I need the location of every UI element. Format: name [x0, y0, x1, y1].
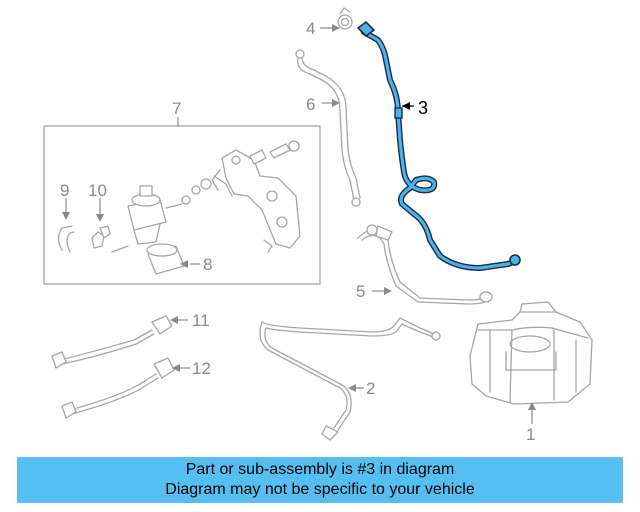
callout-2: 2: [366, 379, 375, 398]
callout-10: 10: [88, 181, 107, 200]
part-9-hose: [57, 198, 75, 253]
callout-7: 7: [172, 99, 181, 118]
part-10-clip: [91, 198, 111, 249]
part-12-sensor: [61, 357, 190, 419]
part-2-line: [259, 317, 441, 441]
callout-11: 11: [192, 311, 210, 330]
banner-line-2: Diagram may not be specific to your vehi…: [165, 481, 475, 498]
subassembly-7-box: [43, 125, 321, 285]
info-banner: Part or sub-assembly is #3 in diagram Di…: [17, 457, 623, 503]
part-5-hose: [357, 224, 493, 305]
callout-4: 4: [306, 19, 315, 38]
callout-3: 3: [418, 98, 428, 118]
callout-12: 12: [192, 359, 211, 378]
part-6-line: [295, 49, 361, 207]
banner-line-1: Part or sub-assembly is #3 in diagram: [185, 461, 455, 478]
callout-8: 8: [203, 255, 212, 274]
callout-1: 1: [526, 425, 535, 444]
callout-9: 9: [60, 181, 69, 200]
part-11-sensor: [51, 315, 188, 369]
callout-5: 5: [356, 282, 365, 301]
part-8-filter: [146, 243, 200, 275]
purge-valve: [111, 178, 212, 253]
mounting-bracket: [211, 140, 301, 253]
callout-6: 6: [306, 95, 315, 114]
part-3-hose-highlighted: [356, 20, 521, 271]
part-1-canister: [469, 301, 593, 424]
part-4-clamp: [320, 7, 353, 32]
